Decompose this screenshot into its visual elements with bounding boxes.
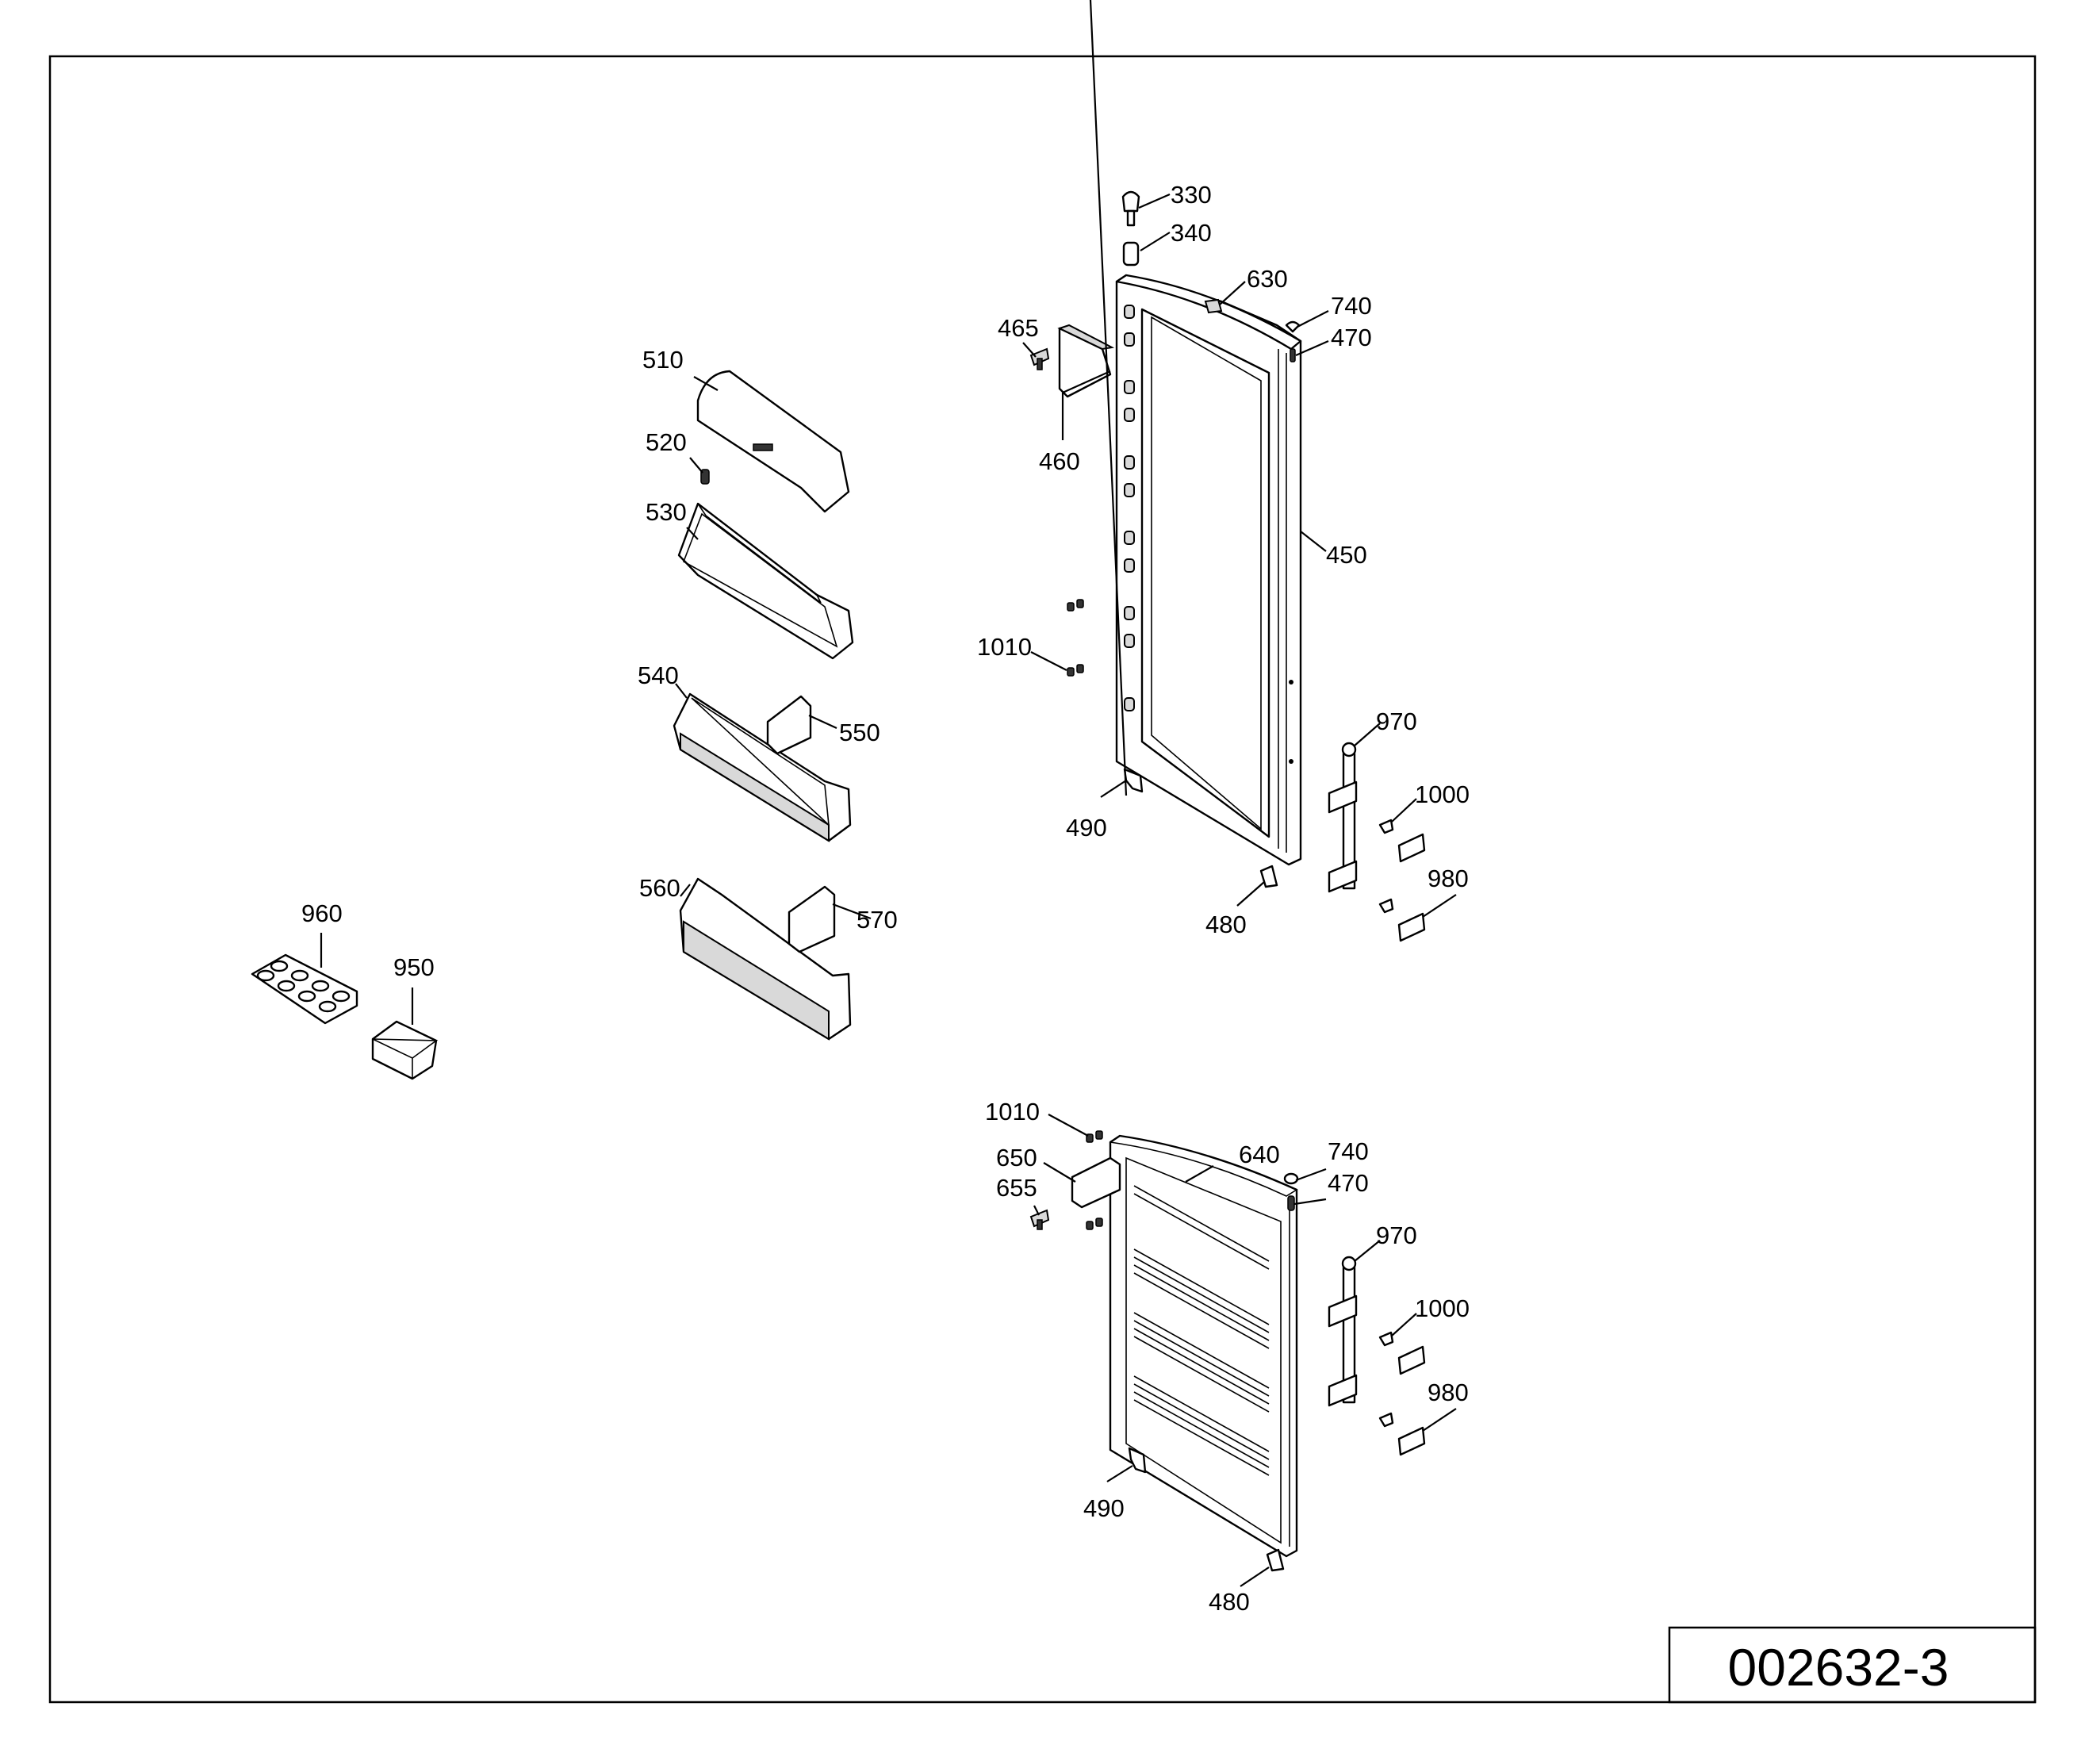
drawing-frame: [48, 55, 2037, 1704]
leader-lines: [320, 0, 1457, 1587]
label-465: 465: [998, 314, 1039, 342]
part-labels: 330 340 630 740 470 465 460 450 510 520 …: [301, 181, 1470, 1616]
screw-980-lower: [1378, 1412, 1394, 1428]
bin-530: [677, 502, 854, 660]
bush-340: [1122, 241, 1140, 267]
label-630: 630: [1247, 265, 1288, 293]
bin-540: [673, 692, 852, 842]
cap-740-lower: [1283, 1172, 1299, 1185]
handle-970-lower: [1328, 1256, 1358, 1407]
label-980-lower: 980: [1428, 1379, 1469, 1406]
bracket-650: [1071, 1156, 1121, 1209]
divider-550: [766, 695, 812, 755]
hinge-pin-330: [1121, 190, 1140, 227]
screw-470-upper: [1290, 348, 1296, 362]
bin-lid-510: [696, 370, 850, 513]
hinge-480-lower: [1266, 1548, 1285, 1572]
label-460: 460: [1039, 447, 1080, 475]
cap-980-lower: [1397, 1426, 1426, 1456]
bin-560: [679, 877, 852, 1041]
label-510: 510: [642, 346, 684, 374]
hinge-490-lower: [1128, 1447, 1147, 1474]
label-950: 950: [393, 953, 435, 981]
label-540: 540: [638, 662, 679, 689]
label-1000-upper: 1000: [1415, 780, 1470, 808]
cap-980-upper: [1397, 912, 1426, 942]
label-490-lower: 490: [1083, 1494, 1125, 1522]
label-1010-lower: 1010: [985, 1098, 1040, 1126]
label-640: 640: [1239, 1141, 1280, 1168]
label-980-upper: 980: [1428, 865, 1469, 892]
handle-970-upper: [1328, 742, 1358, 893]
label-330: 330: [1171, 181, 1212, 209]
label-340: 340: [1171, 219, 1212, 247]
label-480-upper: 480: [1205, 911, 1247, 938]
label-570: 570: [857, 906, 898, 934]
label-1000-lower: 1000: [1415, 1294, 1470, 1322]
door-shelf-holes: [1124, 305, 1135, 711]
title-block: [1668, 1626, 2037, 1704]
label-520: 520: [646, 428, 687, 456]
label-960: 960: [301, 899, 343, 927]
label-740-lower: 740: [1328, 1137, 1369, 1165]
label-470-upper: 470: [1331, 324, 1372, 351]
label-970-lower: 970: [1376, 1221, 1417, 1249]
drawing-code: 002632-3: [1728, 1638, 1949, 1697]
screw-1000-upper: [1378, 819, 1394, 834]
lower-door-640: [1109, 1134, 1298, 1558]
label-470-lower: 470: [1328, 1169, 1369, 1197]
label-490-upper: 490: [1066, 814, 1107, 842]
upper-door-450: [1115, 274, 1302, 866]
cap-740-upper: [1285, 320, 1301, 333]
screw-470-lower: [1287, 1195, 1295, 1211]
knob-520: [700, 469, 710, 485]
label-560: 560: [639, 874, 680, 902]
box-950: [371, 1020, 439, 1080]
label-530: 530: [646, 498, 687, 526]
egg-tray-960: [251, 953, 358, 1025]
screws-1010-lower: [1086, 1130, 1103, 1230]
label-450: 450: [1326, 541, 1367, 569]
label-740-upper: 740: [1331, 292, 1372, 320]
label-650: 650: [996, 1144, 1037, 1172]
screw-980-upper: [1378, 898, 1394, 914]
screw-465: [1029, 347, 1050, 370]
cap-1000-upper: [1397, 833, 1426, 863]
label-970-upper: 970: [1376, 708, 1417, 735]
label-1010-upper: 1010: [977, 633, 1032, 661]
hinge-480-upper: [1259, 865, 1278, 888]
cap-1000-lower: [1397, 1345, 1426, 1375]
screws-1010-upper: [1067, 599, 1084, 677]
cap-630: [1204, 298, 1223, 314]
screw-655: [1029, 1209, 1050, 1230]
screw-1000-lower: [1378, 1331, 1394, 1347]
label-550: 550: [839, 719, 880, 746]
label-480-lower: 480: [1209, 1588, 1250, 1616]
divider-570: [788, 885, 836, 953]
label-655: 655: [996, 1174, 1037, 1202]
